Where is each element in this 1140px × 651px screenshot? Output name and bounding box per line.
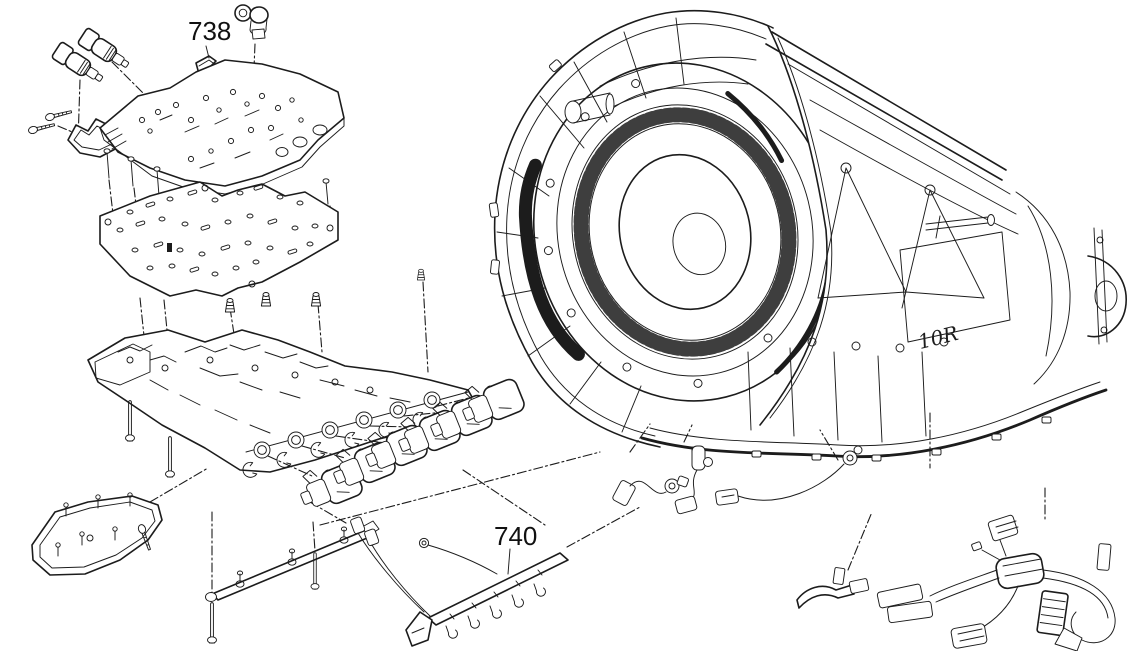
callout-label-740: 740 <box>494 521 537 551</box>
check-ball-pin <box>310 292 322 307</box>
solenoid-leader-lines <box>267 395 477 477</box>
transmission-assembly: 10R <box>488 9 1127 651</box>
tube-rail <box>205 520 380 602</box>
callout-leader-738 <box>205 45 210 59</box>
mounting-bolt <box>44 107 73 122</box>
case-ribs <box>747 333 949 443</box>
callouts: 738 740 <box>188 16 537 575</box>
valve-body-exploded-view <box>27 4 641 647</box>
housing-ribs <box>496 17 757 433</box>
ring-gear <box>518 62 838 402</box>
valve-body-cover-plate <box>31 492 163 576</box>
bell-housing <box>488 9 838 448</box>
separator-plate <box>99 181 339 297</box>
mount-bracket <box>796 567 870 609</box>
solenoid-bores <box>240 391 441 480</box>
extension-housing <box>1015 191 1127 385</box>
mounting-bolt <box>27 120 56 135</box>
housing-boss <box>564 92 615 124</box>
check-ball-pin <box>260 292 272 307</box>
sensor-leader-lines <box>629 412 1046 571</box>
lead-frame-harness-740 <box>350 516 569 647</box>
output-speed-sensor <box>612 475 689 506</box>
valve-body-long-bolt <box>165 436 175 478</box>
callout-label-738: 738 <box>188 16 231 46</box>
rail-bolt <box>207 602 217 644</box>
valve-body-bolt <box>103 148 330 205</box>
case-braces <box>817 162 985 309</box>
main-wiring-harness <box>876 514 1116 651</box>
check-ball-pin <box>416 268 426 281</box>
eye-bolt <box>234 4 269 40</box>
upper-valve-body <box>99 59 345 195</box>
lower-valve-body <box>87 329 477 480</box>
callout-leader-740 <box>507 548 511 575</box>
check-ball-pin <box>224 298 236 313</box>
valve-body-long-bolt <box>125 400 135 442</box>
output-speed-sensor <box>674 445 713 515</box>
speed-sensor-with-lead <box>715 445 863 506</box>
